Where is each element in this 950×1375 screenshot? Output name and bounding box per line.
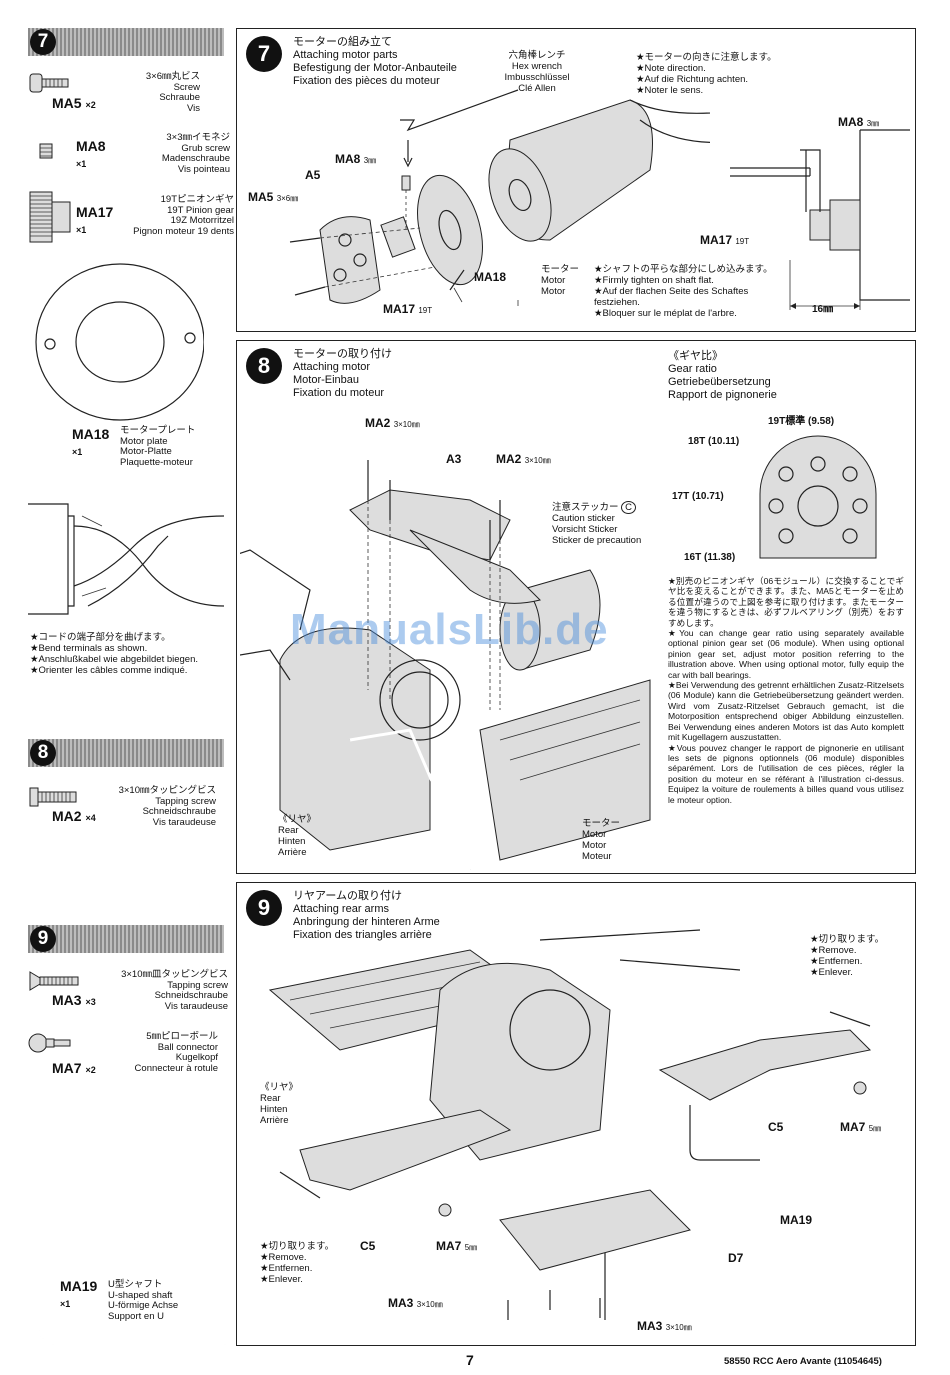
step-number: 8 [246,348,282,384]
label-ma2-right: MA2 3×10㎜ [496,452,551,466]
section-header-7: 7 [28,28,224,56]
label-ma17: MA17 19T [383,302,433,316]
section-number: 8 [30,740,56,766]
note-direction: ★モーターの向きに注意します。★Note direction.★Auf die … [636,52,777,96]
label-ma19: MA19 [780,1213,813,1227]
detail-label-ma17: MA17 19T [700,233,750,247]
document-id: 58550 RCC Aero Avante (11054645) [724,1356,882,1367]
pinion-gear-icon [29,191,71,243]
sticker-mark: C [621,501,637,514]
label-c5-right: C5 [768,1120,784,1134]
gear-16t: 16T (11.38) [684,552,736,563]
gear-17t: 17T (10.71) [672,491,724,502]
motor-plate-icon [35,263,204,421]
label-a5: A5 [305,168,321,182]
part-code-ma18: MA18×1 [72,426,110,457]
section-number: 7 [30,29,56,55]
section-number: 9 [30,926,56,952]
part-code-ma3: MA3 ×3 [52,992,96,1008]
step-number: 9 [246,890,282,926]
step-number: 7 [246,36,282,72]
pinion-position-detail [730,129,910,310]
label-a3: A3 [446,452,462,466]
screw-icon [29,73,69,93]
gear-19t: 19T標準 (9.58) [768,416,835,427]
note-remove-left: ★切り取ります。★Remove.★Entfernen.★Enlever. [260,1241,335,1285]
tapping-screw-icon [29,787,77,807]
label-ma3-left: MA3 3×10㎜ [388,1296,443,1310]
note-remove-right: ★切り取ります。★Remove.★Entfernen.★Enlever. [810,934,885,978]
grub-screw-icon [39,143,53,159]
gear-ratio-note: ★別売のピニオンギヤ（06モジュール）に交換することでギヤ比を変えることができま… [668,576,904,805]
countersunk-screw-icon [29,971,79,991]
section-header-9: 9 [28,925,224,953]
part-code-ma8: MA8×1 [76,138,106,169]
part-code-ma2: MA2 ×4 [52,808,96,824]
label-c5-left: C5 [360,1239,376,1253]
motor-cord-detail-diagram [28,503,224,615]
label-ma7-left: MA7 5㎜ [436,1239,478,1253]
motor-mount-diagram [240,460,651,870]
detail-label-ma8: MA8 3㎜ [838,115,880,129]
section-header-8: 8 [28,739,224,767]
part-code-ma5: MA5 ×2 [52,95,96,111]
rear-arm-assembly-diagram [268,929,872,1320]
ball-connector-icon [28,1033,71,1053]
label-ma5: MA5 3×6㎜ [248,190,299,204]
label-ma2-left: MA2 3×10㎜ [365,416,420,430]
gear-18t: 18T (10.11) [688,436,740,447]
gear-ratio-diagram [759,435,877,559]
motor-assembly-diagram [289,89,710,306]
label-ma18: MA18 [474,270,507,284]
part-code-ma19: MA19×1 [60,1278,98,1309]
dimension-16mm: 16㎜ [812,304,834,315]
note-shaft-flat: ★シャフトの平らな部分にしめ込みます。★Firmly tighten on sh… [594,264,773,319]
label-ma3-right: MA3 3×10㎜ [637,1319,692,1333]
page-number: 7 [466,1352,474,1368]
cord-note: ★コードの端子部分を曲げます。★Bend terminals as shown.… [30,632,199,676]
part-code-ma7: MA7 ×2 [52,1060,96,1076]
label-ma8: MA8 3㎜ [335,152,377,166]
watermark: ManualsLib.de [290,605,609,654]
label-d7: D7 [728,1251,744,1265]
label-ma7-right: MA7 5㎜ [840,1120,882,1134]
part-code-ma17: MA17×1 [76,204,114,235]
